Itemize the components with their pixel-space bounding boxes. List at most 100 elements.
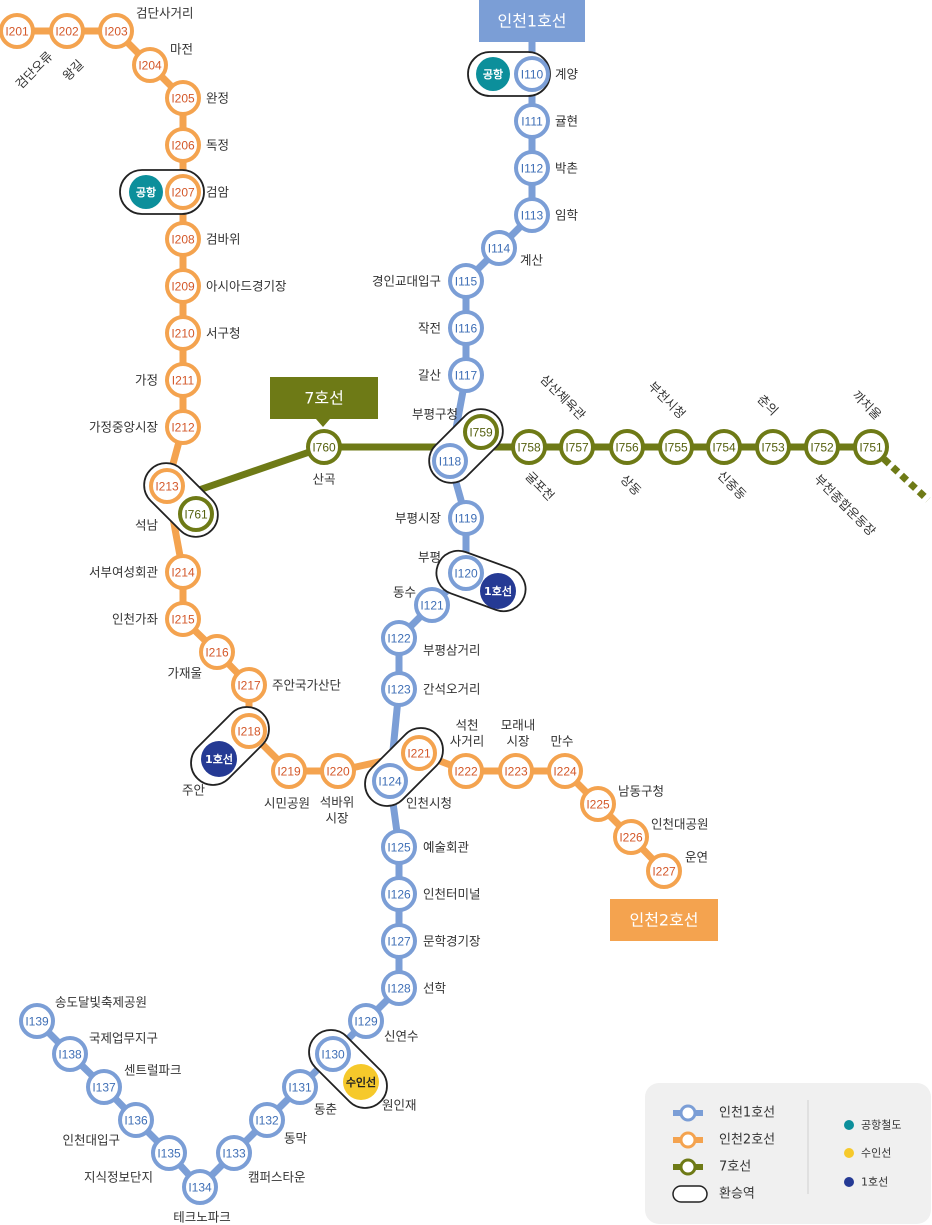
- airport-badge-gyeyang: 공항: [476, 57, 510, 91]
- station-I134[interactable]: I134: [182, 1169, 218, 1205]
- station-code: I752: [810, 441, 834, 455]
- station-I110[interactable]: I110: [514, 56, 550, 92]
- svg-text:선학: 선학: [423, 981, 447, 996]
- station-I221[interactable]: I221: [401, 735, 437, 771]
- station-I753[interactable]: I753: [755, 429, 791, 465]
- station-I111[interactable]: I111: [514, 103, 550, 139]
- station-circle: [199, 634, 235, 670]
- station-I116[interactable]: I116: [448, 310, 484, 346]
- station-code: I118: [439, 455, 462, 469]
- station-name: 검단사거리: [136, 6, 194, 21]
- station-I122[interactable]: I122: [381, 620, 417, 656]
- station-I754[interactable]: I754: [706, 429, 742, 465]
- station-code: I132: [255, 1114, 279, 1128]
- station-I219[interactable]: I219: [271, 753, 307, 789]
- station-circle: [306, 429, 342, 465]
- station-I759[interactable]: I759: [463, 414, 499, 450]
- station-I201[interactable]: I201: [0, 13, 35, 49]
- station-I756[interactable]: I756: [609, 429, 645, 465]
- station-I115[interactable]: I115: [448, 263, 484, 299]
- station-I223[interactable]: I223: [498, 753, 534, 789]
- station-circle: [646, 853, 682, 889]
- station-name: 마전: [170, 42, 193, 57]
- station-I113[interactable]: I113: [514, 197, 550, 233]
- station-I758[interactable]: I758: [511, 429, 547, 465]
- station-name: 부천시청: [645, 378, 688, 421]
- station-circle: [559, 429, 595, 465]
- station-code: I139: [25, 1015, 49, 1029]
- station-name: 선학: [423, 981, 447, 996]
- station-I119[interactable]: I119: [448, 500, 484, 536]
- station-I211[interactable]: I211: [165, 362, 201, 398]
- station-I210[interactable]: I210: [165, 315, 201, 351]
- station-I137[interactable]: I137: [86, 1069, 122, 1105]
- station-I205[interactable]: I205: [165, 80, 201, 116]
- station-I204[interactable]: I204: [132, 47, 168, 83]
- station-I226[interactable]: I226: [613, 819, 649, 855]
- station-I227[interactable]: I227: [646, 853, 682, 889]
- svg-text:캠퍼스타운: 캠퍼스타운: [248, 1170, 306, 1185]
- station-I217[interactable]: I217: [231, 667, 267, 703]
- station-circle: [547, 753, 583, 789]
- station-I139[interactable]: I139: [19, 1003, 55, 1039]
- station-I225[interactable]: I225: [580, 786, 616, 822]
- station-I128[interactable]: I128: [381, 970, 417, 1006]
- station-circle: [165, 362, 201, 398]
- station-I136[interactable]: I136: [118, 1102, 154, 1138]
- station-name: 부평시장: [395, 511, 442, 526]
- station-I118[interactable]: I118: [432, 443, 468, 479]
- station-I220[interactable]: I220: [320, 753, 356, 789]
- station-name: 춘의: [755, 392, 782, 419]
- station-code: I123: [387, 683, 411, 697]
- station-I760[interactable]: I760: [306, 429, 342, 465]
- station-code: I115: [455, 275, 478, 289]
- station-name: 경인교대입구: [372, 274, 441, 289]
- station-I133[interactable]: I133: [216, 1135, 252, 1171]
- legend-line2-label: 인천2호선: [719, 1133, 775, 1148]
- station-I209[interactable]: I209: [165, 268, 201, 304]
- station-I218[interactable]: I218: [231, 713, 267, 749]
- station-I131[interactable]: I131: [282, 1069, 318, 1105]
- station-I127[interactable]: I127: [381, 923, 417, 959]
- station-I125[interactable]: I125: [381, 829, 417, 865]
- station-I761[interactable]: I761: [178, 496, 214, 532]
- station-I130[interactable]: I130: [315, 1036, 351, 1072]
- station-I224[interactable]: I224: [547, 753, 583, 789]
- station-I213[interactable]: I213: [149, 468, 185, 504]
- station-I215[interactable]: I215: [165, 601, 201, 637]
- station-I202[interactable]: I202: [49, 13, 85, 49]
- station-I757[interactable]: I757: [559, 429, 595, 465]
- station-I138[interactable]: I138: [52, 1036, 88, 1072]
- svg-text:부천종합운동장: 부천종합운동장: [811, 471, 879, 539]
- station-I222[interactable]: I222: [448, 753, 484, 789]
- station-I135[interactable]: I135: [151, 1135, 187, 1171]
- station-I121[interactable]: I121: [414, 587, 450, 623]
- station-I751[interactable]: I751: [853, 429, 889, 465]
- station-code: I213: [155, 480, 179, 494]
- station-I216[interactable]: I216: [199, 634, 235, 670]
- svg-text:굴포천: 굴포천: [522, 468, 557, 503]
- station-I132[interactable]: I132: [249, 1102, 285, 1138]
- station-I207[interactable]: I207: [165, 174, 201, 210]
- station-I208[interactable]: I208: [165, 221, 201, 257]
- station-code: I218: [237, 725, 261, 739]
- station-circle: [49, 13, 85, 49]
- station-I206[interactable]: I206: [165, 127, 201, 163]
- station-I755[interactable]: I755: [658, 429, 694, 465]
- station-I124[interactable]: I124: [372, 763, 408, 799]
- station-I112[interactable]: I112: [514, 150, 550, 186]
- station-code: I202: [55, 25, 79, 39]
- station-I126[interactable]: I126: [381, 876, 417, 912]
- station-circle: [755, 429, 791, 465]
- station-I117[interactable]: I117: [448, 357, 484, 393]
- station-I120[interactable]: I120: [448, 555, 484, 591]
- station-I114[interactable]: I114: [481, 230, 517, 266]
- station-I129[interactable]: I129: [348, 1003, 384, 1039]
- station-I123[interactable]: I123: [381, 671, 417, 707]
- station-I752[interactable]: I752: [804, 429, 840, 465]
- station-code: I753: [761, 441, 785, 455]
- station-I203[interactable]: I203: [98, 13, 134, 49]
- svg-text:간석오거리: 간석오거리: [423, 682, 481, 697]
- station-I212[interactable]: I212: [165, 409, 201, 445]
- station-I214[interactable]: I214: [165, 554, 201, 590]
